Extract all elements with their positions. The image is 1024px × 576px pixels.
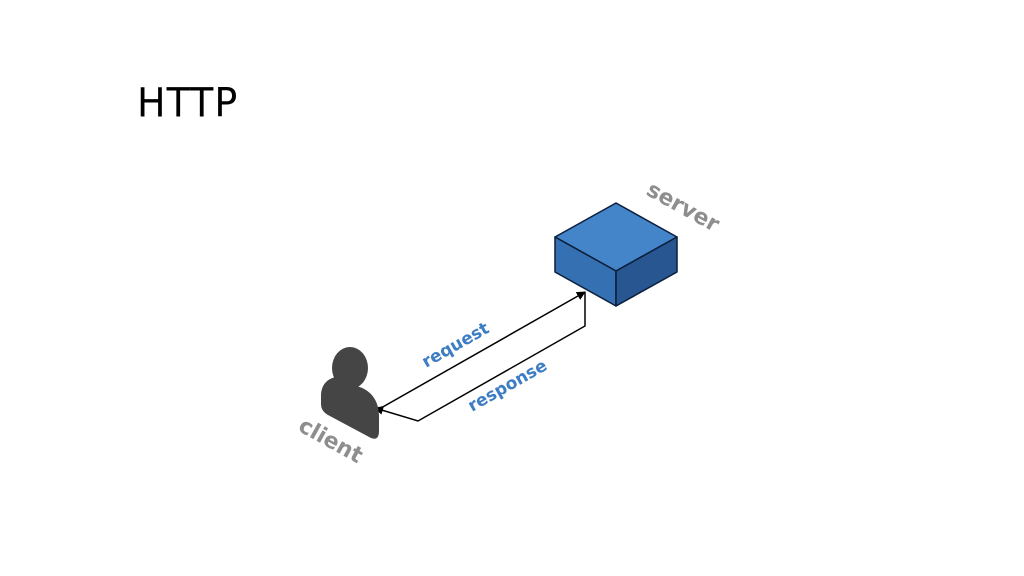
server-cube [554,202,678,307]
server-right-face [615,236,678,307]
response-label: response [465,356,551,417]
client-person-icon [321,347,379,439]
request-label: request [419,319,493,373]
response-arrow [374,292,586,422]
request-arrow [380,291,586,409]
slide-title: HTTP [137,79,239,127]
